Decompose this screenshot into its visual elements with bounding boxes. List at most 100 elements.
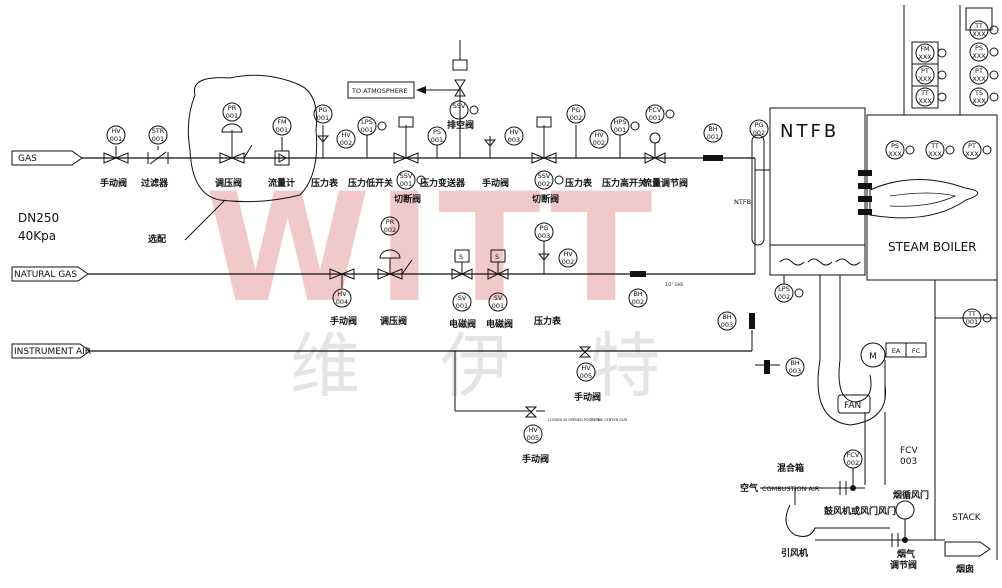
svg-text:EA: EA bbox=[892, 347, 901, 355]
ps-001-transmitter[interactable]: PS 001 bbox=[427, 126, 447, 158]
svg-text:PG: PG bbox=[319, 106, 328, 114]
ssv-002-valve[interactable]: SSV 002 bbox=[531, 116, 564, 190]
label-low-pressure-switch: 压力低开关 bbox=[348, 177, 393, 189]
pg-002-gauge[interactable]: PG 002 bbox=[566, 104, 586, 158]
sv-002-solenoid[interactable]: S SV 001 bbox=[487, 249, 509, 312]
svg-text:003: 003 bbox=[538, 232, 550, 240]
hv-004-valve[interactable]: HV 004 bbox=[329, 268, 355, 308]
label-flue-gas: 烟气 bbox=[897, 548, 915, 560]
bh-003-hose-a[interactable]: BH 003 bbox=[717, 311, 755, 331]
str-001-filter[interactable]: STR 001 bbox=[147, 125, 169, 165]
stack-outlet bbox=[944, 541, 991, 557]
svg-text:XXX: XXX bbox=[972, 30, 986, 38]
hv-001-valve[interactable]: HV 001 bbox=[103, 125, 129, 164]
label-flowmeter: 流量计 bbox=[268, 177, 295, 189]
pg-001-gauge[interactable]: PG 001 bbox=[313, 104, 333, 158]
label-pressure-gauge-3: 压力表 bbox=[534, 315, 562, 327]
fm-001-flowmeter[interactable]: FM 001 bbox=[272, 116, 292, 166]
tt-boiler[interactable]: TT XXX bbox=[925, 140, 955, 160]
tt-right[interactable]: TT XXX bbox=[965, 7, 999, 40]
svg-text:001: 001 bbox=[614, 126, 626, 134]
fcv-001-valve[interactable]: FCV 001 bbox=[644, 104, 675, 164]
pg-ng-gauge[interactable]: PG 003 bbox=[534, 222, 554, 274]
ts-right[interactable]: TS XXX bbox=[969, 87, 999, 107]
label-reg-valve-3: 调节阀 bbox=[890, 559, 917, 571]
svg-text:003: 003 bbox=[721, 321, 733, 329]
pg-vertical-gauge[interactable]: PG 002 bbox=[749, 119, 769, 139]
svg-text:001: 001 bbox=[276, 126, 288, 134]
svg-text:TT: TT bbox=[974, 22, 983, 30]
ps-right[interactable]: PS XXX bbox=[969, 42, 999, 62]
svg-text:BH: BH bbox=[722, 313, 731, 321]
label-manual-valve-2: 手动阀 bbox=[482, 177, 509, 189]
fan-housing bbox=[817, 359, 887, 426]
ntfb-small-label: NTFB bbox=[734, 198, 751, 206]
svg-text:BH: BH bbox=[633, 290, 642, 298]
hv-002-valve[interactable]: HV 002 bbox=[336, 129, 356, 149]
label-cutoff-valve-2: 切断阀 bbox=[532, 193, 559, 205]
svg-text:002: 002 bbox=[753, 129, 765, 137]
svg-text:001: 001 bbox=[492, 302, 504, 310]
hv-005-valve-b[interactable]: HV 005 bbox=[523, 406, 545, 444]
hv-ng-valve[interactable]: HV 002 bbox=[558, 248, 578, 268]
svg-text:S: S bbox=[459, 253, 463, 261]
ssv-vent-valve[interactable]: SSV bbox=[449, 40, 479, 120]
pt-right[interactable]: PT XXX bbox=[969, 65, 999, 85]
svg-text:PS: PS bbox=[891, 142, 899, 150]
watermark-cn-1: 维 bbox=[290, 325, 360, 407]
ps-boiler[interactable]: PS XXX bbox=[885, 140, 915, 160]
flue-damper[interactable] bbox=[891, 500, 915, 547]
lps-001-switch[interactable]: LPS 001 bbox=[357, 116, 387, 158]
svg-text:S: S bbox=[495, 253, 499, 261]
pr-001-regulator[interactable]: PR 001 bbox=[219, 102, 253, 164]
to-atmosphere-box bbox=[347, 81, 415, 99]
optional-cloud bbox=[187, 74, 318, 203]
svg-text:002: 002 bbox=[570, 114, 582, 122]
tt-top[interactable]: TT XXX bbox=[911, 85, 947, 109]
label-reg-valve: 调压阀 bbox=[215, 177, 242, 189]
svg-text:HV: HV bbox=[337, 290, 347, 298]
ntfb-label: NTFB bbox=[780, 121, 839, 142]
svg-text:BH: BH bbox=[708, 125, 717, 133]
pt-top[interactable]: PT XXX bbox=[911, 63, 947, 87]
fm-top[interactable]: FM XXX bbox=[911, 41, 947, 65]
svg-text:PS: PS bbox=[433, 128, 441, 136]
svg-text:002: 002 bbox=[562, 258, 574, 266]
svg-text:001: 001 bbox=[152, 135, 164, 143]
svg-text:002: 002 bbox=[384, 226, 396, 234]
hv-005-valve-a[interactable]: HV 005 bbox=[576, 346, 596, 382]
svg-text:XXX: XXX bbox=[928, 150, 942, 158]
svg-text:HPS: HPS bbox=[614, 118, 627, 126]
svg-text:001: 001 bbox=[707, 133, 719, 141]
optional-note: 选配 bbox=[148, 233, 166, 245]
hv-002b-valve[interactable]: HV 002 bbox=[589, 129, 609, 149]
fan-motor[interactable]: M EA FC bbox=[860, 342, 927, 368]
svg-text:PR: PR bbox=[386, 218, 395, 226]
fcv-002-valve[interactable]: FCV 002 bbox=[843, 449, 863, 487]
sv-001-solenoid[interactable]: S SV 001 bbox=[451, 249, 473, 312]
svg-text:001: 001 bbox=[226, 112, 238, 120]
svg-text:XXX: XXX bbox=[965, 150, 979, 158]
bh-002-hose[interactable]: BH 002 bbox=[628, 271, 648, 308]
tt-001[interactable]: TT 001 bbox=[962, 308, 992, 328]
svg-text:XXX: XXX bbox=[972, 97, 986, 105]
pr-002-regulator[interactable]: PR 002 bbox=[377, 216, 413, 280]
ntfb-housing bbox=[769, 107, 866, 276]
label-high-pressure-switch: 压力高开关 bbox=[602, 177, 647, 189]
lps-002-switch[interactable]: LPS 002 bbox=[774, 275, 804, 303]
svg-text:002: 002 bbox=[632, 298, 644, 306]
bh-001-hose[interactable]: BH 001 bbox=[703, 123, 723, 161]
svg-text:002: 002 bbox=[593, 139, 605, 147]
label-flue-damper: 烟循风门 bbox=[893, 489, 929, 501]
bh-003-hose-b[interactable]: BH 003 bbox=[764, 357, 805, 377]
ssv-001-valve[interactable]: SSV 001 bbox=[393, 116, 426, 190]
svg-text:002: 002 bbox=[847, 459, 859, 467]
fcv-003-label-2: 003 bbox=[900, 457, 917, 467]
pt-boiler[interactable]: PT XXX bbox=[962, 140, 992, 160]
svg-text:LPS: LPS bbox=[778, 285, 790, 293]
svg-text:PT: PT bbox=[921, 67, 929, 75]
svg-text:TT: TT bbox=[920, 89, 929, 97]
svg-text:002: 002 bbox=[340, 139, 352, 147]
hps-001-switch[interactable]: HPS 001 bbox=[610, 116, 640, 158]
hv-003-valve[interactable]: HV 003 bbox=[483, 126, 524, 158]
